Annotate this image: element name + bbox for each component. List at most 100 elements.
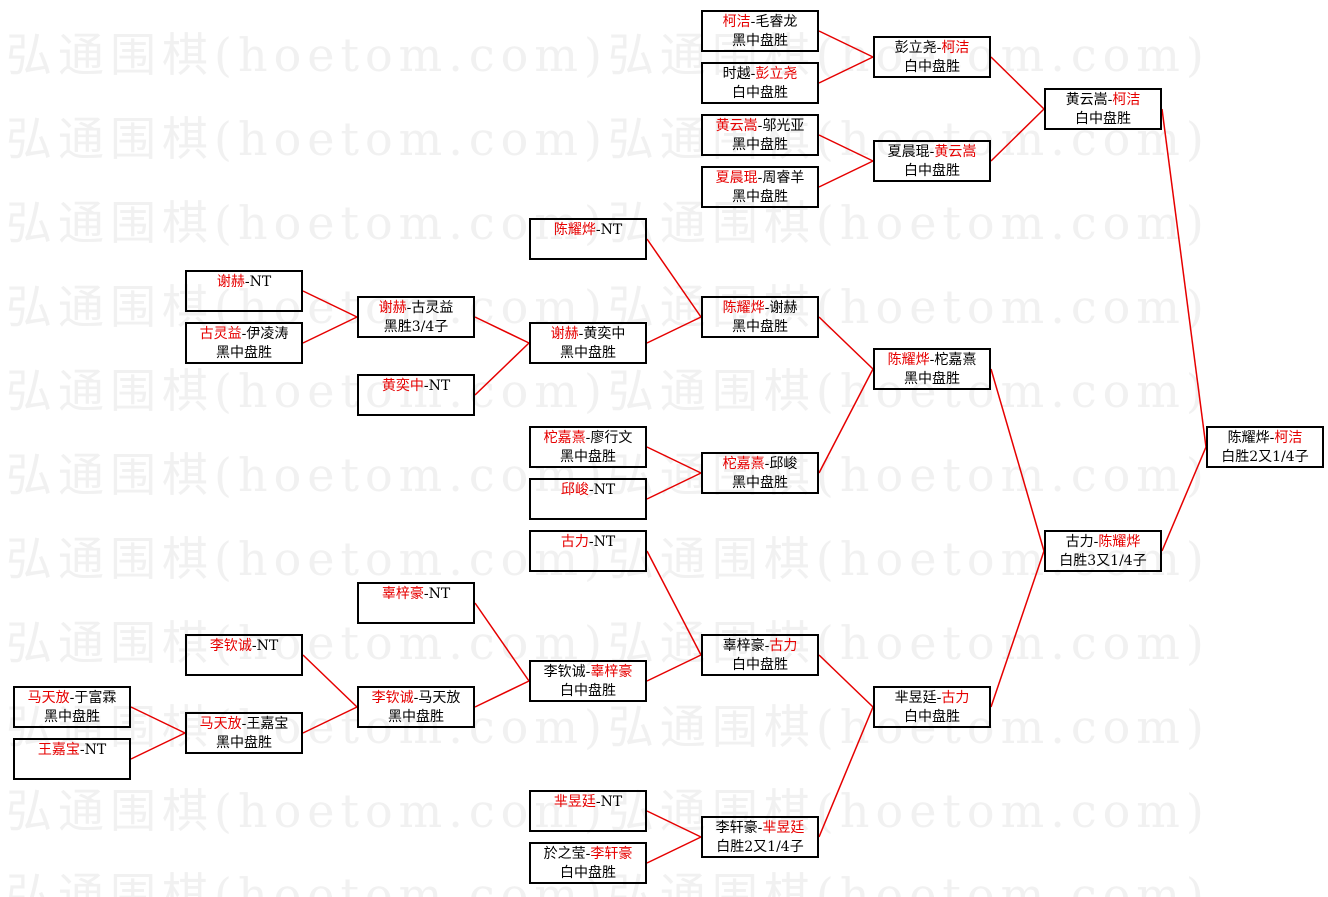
match-players: 於之莹-李轩豪: [531, 844, 645, 864]
match-result: 黑中盘胜: [216, 735, 272, 751]
match-result: 白胜2又1/4子: [716, 839, 804, 855]
match-box-r2a: 谢赫-NT: [185, 270, 303, 312]
player-name: 柁嘉熹: [543, 430, 586, 446]
match-players: 马天放-王嘉宝: [187, 714, 301, 734]
player-name: 黄云嵩: [1065, 92, 1108, 108]
player-name: NT: [600, 222, 623, 238]
connector-r6d-r7b: [990, 550, 1045, 708]
player-separator: -: [764, 456, 770, 472]
player-name: 古灵益: [411, 300, 454, 316]
match-box-r8: 陈耀烨-柯洁白胜2又1/4子: [1206, 426, 1324, 468]
match-result: 白中盘胜: [560, 865, 616, 881]
player-name: 陈耀烨: [553, 222, 596, 238]
player-name: 陈耀烨: [887, 352, 930, 368]
player-name: NT: [249, 274, 272, 290]
match-result: 白胜2又1/4子: [1221, 449, 1309, 465]
match-players: 陈耀烨-NT: [531, 220, 645, 240]
player-name: NT: [593, 534, 616, 550]
match-players: 柯洁-毛睿龙: [703, 12, 817, 32]
player-separator: -: [241, 716, 247, 732]
player-name: 马天放: [199, 716, 242, 732]
match-box-r6d: 芈昱廷-古力白中盘胜: [873, 686, 991, 728]
player-name: NT: [428, 586, 451, 602]
player-name: 辜梓豪: [722, 638, 765, 654]
connector-r5a-r6a: [818, 30, 874, 58]
player-separator: -: [588, 534, 594, 550]
player-name: 马天放: [27, 690, 70, 706]
player-name: 柯洁: [722, 14, 751, 30]
player-name: 黄云嵩: [715, 118, 758, 134]
connector-r1b-r2d: [130, 732, 186, 760]
player-separator: -: [423, 378, 429, 394]
connector-r4b-r5e: [646, 316, 702, 344]
match-result: 黑中盘胜: [732, 475, 788, 491]
player-name: 陈耀烨: [1098, 534, 1141, 550]
connector-r6a-r7a: [990, 56, 1045, 110]
match-box-r4d: 邱峻-NT: [529, 478, 647, 520]
connector-r5f-r6c: [818, 368, 874, 474]
connector-r5g-r6d: [818, 654, 874, 708]
player-name: 芈昱廷: [762, 820, 805, 836]
match-result: 黑中盘胜: [216, 345, 272, 361]
player-name: 辜梓豪: [590, 664, 633, 680]
match-players: 芈昱廷-NT: [531, 792, 645, 812]
match-players: 辜梓豪-NT: [359, 584, 473, 604]
match-box-r2c: 李钦诚-NT: [185, 634, 303, 676]
match-box-r6b: 夏晨琨-黄云嵩白中盘胜: [873, 140, 991, 182]
match-box-r4f: 李钦诚-辜梓豪白中盘胜: [529, 660, 647, 702]
match-players: 夏晨琨-黄云嵩: [875, 142, 989, 162]
player-separator: -: [1093, 534, 1099, 550]
match-result: 黑中盘胜: [732, 33, 788, 49]
connector-r2c-r3d: [302, 654, 358, 708]
player-name: 谢赫: [769, 300, 798, 316]
match-players: 王嘉宝-NT: [15, 740, 129, 760]
player-separator: -: [595, 794, 601, 810]
connector-r4e-r5g: [646, 550, 702, 656]
player-name: 于富霖: [74, 690, 117, 706]
player-name: 时越: [722, 66, 751, 82]
player-separator: -: [750, 66, 756, 82]
match-box-r4a: 陈耀烨-NT: [529, 218, 647, 260]
connector-r5c-r6b: [818, 134, 874, 162]
connector-r7a-r8: [1161, 108, 1207, 448]
connector-r3b-r4b: [474, 342, 530, 396]
player-separator: -: [929, 352, 935, 368]
player-name: 夏晨琨: [887, 144, 930, 160]
player-name: 古灵益: [199, 326, 242, 342]
match-players: 黄云嵩-邬光亚: [703, 116, 817, 136]
match-players: 李钦诚-辜梓豪: [531, 662, 645, 682]
match-result: 白中盘胜: [904, 59, 960, 75]
player-name: 於之莹: [543, 846, 586, 862]
connector-r4h-r5h: [646, 836, 702, 864]
match-result: 白中盘胜: [904, 163, 960, 179]
player-separator: -: [757, 820, 763, 836]
connector-r4a-r5e: [646, 238, 702, 318]
player-name: 柯洁: [941, 40, 970, 56]
player-name: 王嘉宝: [246, 716, 289, 732]
player-name: 彭立尧: [755, 66, 798, 82]
connector-r5d-r6b: [818, 160, 874, 188]
match-box-r5c: 黄云嵩-邬光亚黑中盘胜: [701, 114, 819, 156]
player-name: 陈耀烨: [722, 300, 765, 316]
player-name: 毛睿龙: [755, 14, 798, 30]
player-name: 周睿羊: [762, 170, 805, 186]
connector-r5b-r6a: [818, 56, 874, 84]
player-name: 廖行文: [590, 430, 633, 446]
player-name: 谢赫: [550, 326, 579, 342]
player-separator: -: [929, 144, 935, 160]
connector-r3d-r4f: [474, 680, 530, 708]
match-result: 黑中盘胜: [560, 345, 616, 361]
player-separator: -: [936, 690, 942, 706]
match-players: 李钦诚-马天放: [359, 688, 473, 708]
player-name: 陈耀烨: [1227, 430, 1270, 446]
match-box-r4g: 芈昱廷-NT: [529, 790, 647, 832]
player-name: 黄云嵩: [934, 144, 977, 160]
player-name: NT: [84, 742, 107, 758]
player-name: 马天放: [418, 690, 461, 706]
player-separator: -: [588, 482, 594, 498]
match-box-r5b: 时越-彭立尧白中盘胜: [701, 62, 819, 104]
match-result: 白中盘胜: [732, 657, 788, 673]
player-name: 王嘉宝: [37, 742, 80, 758]
match-result: 黑中盘胜: [732, 137, 788, 153]
